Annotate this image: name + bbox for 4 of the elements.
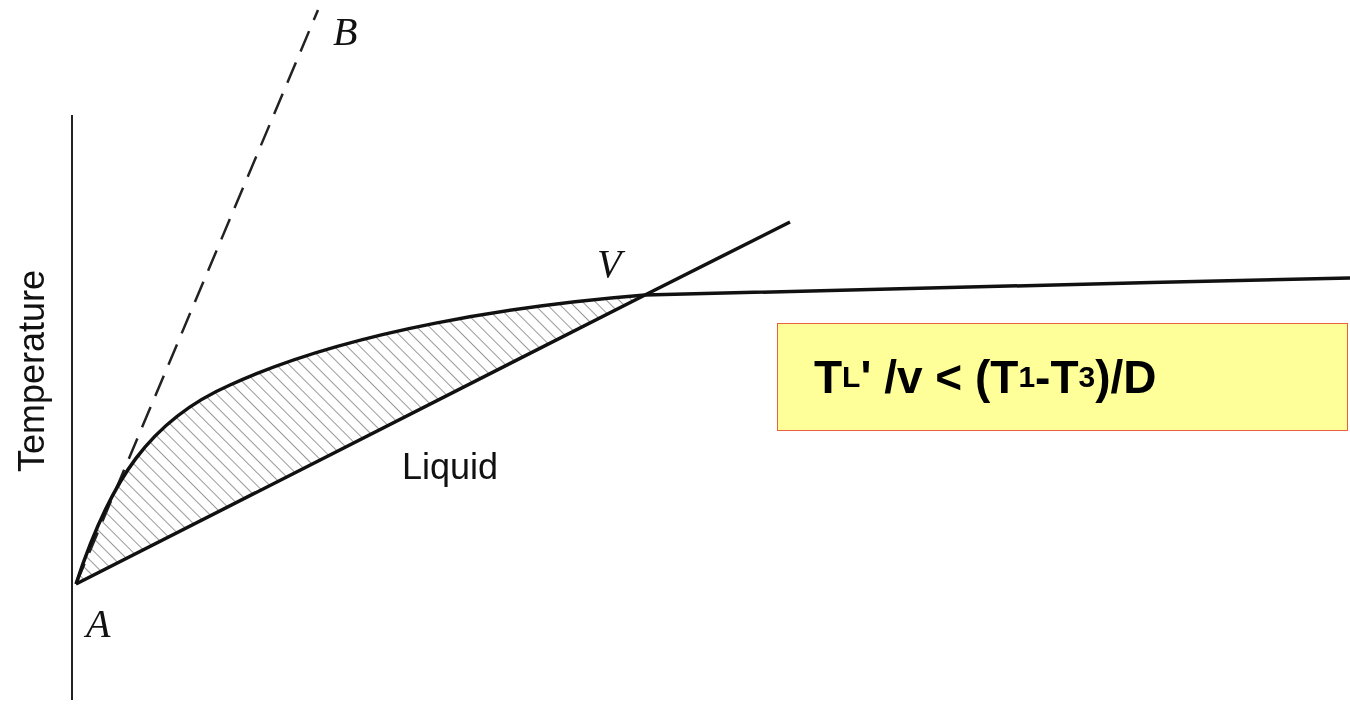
point-label: A <box>86 600 111 647</box>
curve-label: Liquid <box>402 446 499 488</box>
axis-label: Temperature <box>11 270 53 473</box>
point-label: B <box>333 8 358 55</box>
